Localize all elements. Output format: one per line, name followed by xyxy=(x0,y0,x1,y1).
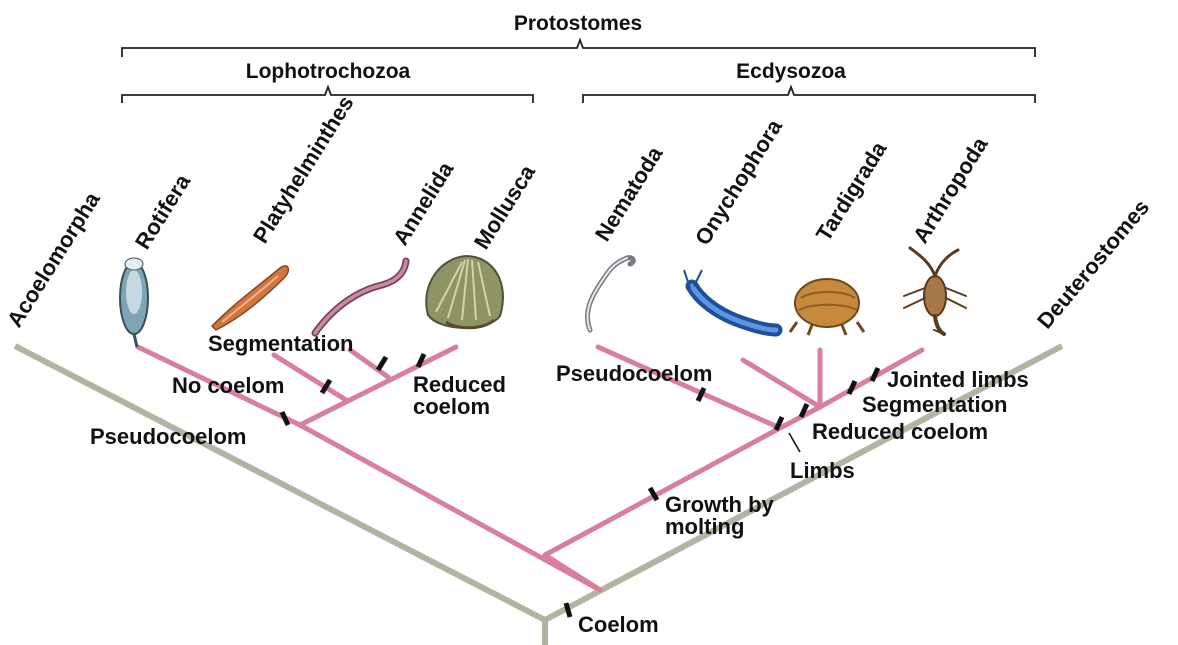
trait-limbs: Limbs xyxy=(790,460,855,482)
bracket-lophotrochozoa xyxy=(122,87,533,103)
trait-pseudocoelom-lopho: Pseudocoelom xyxy=(90,426,246,448)
marker-jointed-limbs xyxy=(872,368,878,381)
tardigrada-illustration xyxy=(790,279,864,335)
trait-reduced-coelom-ecdy: Reduced coelom xyxy=(812,421,988,443)
trait-segmentation-lopho: Segmentation xyxy=(208,333,353,355)
bracket-protostomes xyxy=(122,40,1035,57)
branch-onychophora xyxy=(743,360,820,407)
trait-coelom: Coelom xyxy=(578,614,659,636)
limbs-pointer xyxy=(789,433,800,452)
trait-jointed-limbs: Jointed limbs xyxy=(887,369,1029,391)
marker-segmentation-ecdy xyxy=(849,381,855,394)
marker-segmentation-lopho xyxy=(378,357,386,370)
bracket-ecdysozoa xyxy=(583,87,1035,103)
branch-platyhelminthes xyxy=(274,355,346,400)
arthropoda-illustration xyxy=(904,248,966,334)
trait-no-coelom: No coelom xyxy=(172,375,284,397)
branch-lophotrochozoa-stem xyxy=(300,425,600,590)
clade-lophotrochozoa: Lophotrochozoa xyxy=(246,60,410,84)
branch-nematoda xyxy=(598,347,780,428)
marker-pseudocoelom-lopho xyxy=(282,412,288,425)
rotifera-illustration xyxy=(120,258,148,347)
clade-protostomes: Protostomes xyxy=(514,12,642,36)
trait-growth-by-molting: Growth by molting xyxy=(665,494,774,539)
trait-segmentation-ecdy: Segmentation xyxy=(862,394,1007,416)
annelida-illustration xyxy=(315,261,406,333)
trait-pseudocoelom-ecdy: Pseudocoelom xyxy=(556,363,712,385)
trait-reduced-coelom-lopho: Reduced coelom xyxy=(413,374,506,419)
clade-ecdysozoa: Ecdysozoa xyxy=(736,60,846,84)
platyhelminthes-illustration xyxy=(212,266,288,330)
nematoda-illustration xyxy=(587,258,633,330)
mollusca-illustration xyxy=(426,256,503,328)
onychophora-illustration xyxy=(684,270,776,330)
